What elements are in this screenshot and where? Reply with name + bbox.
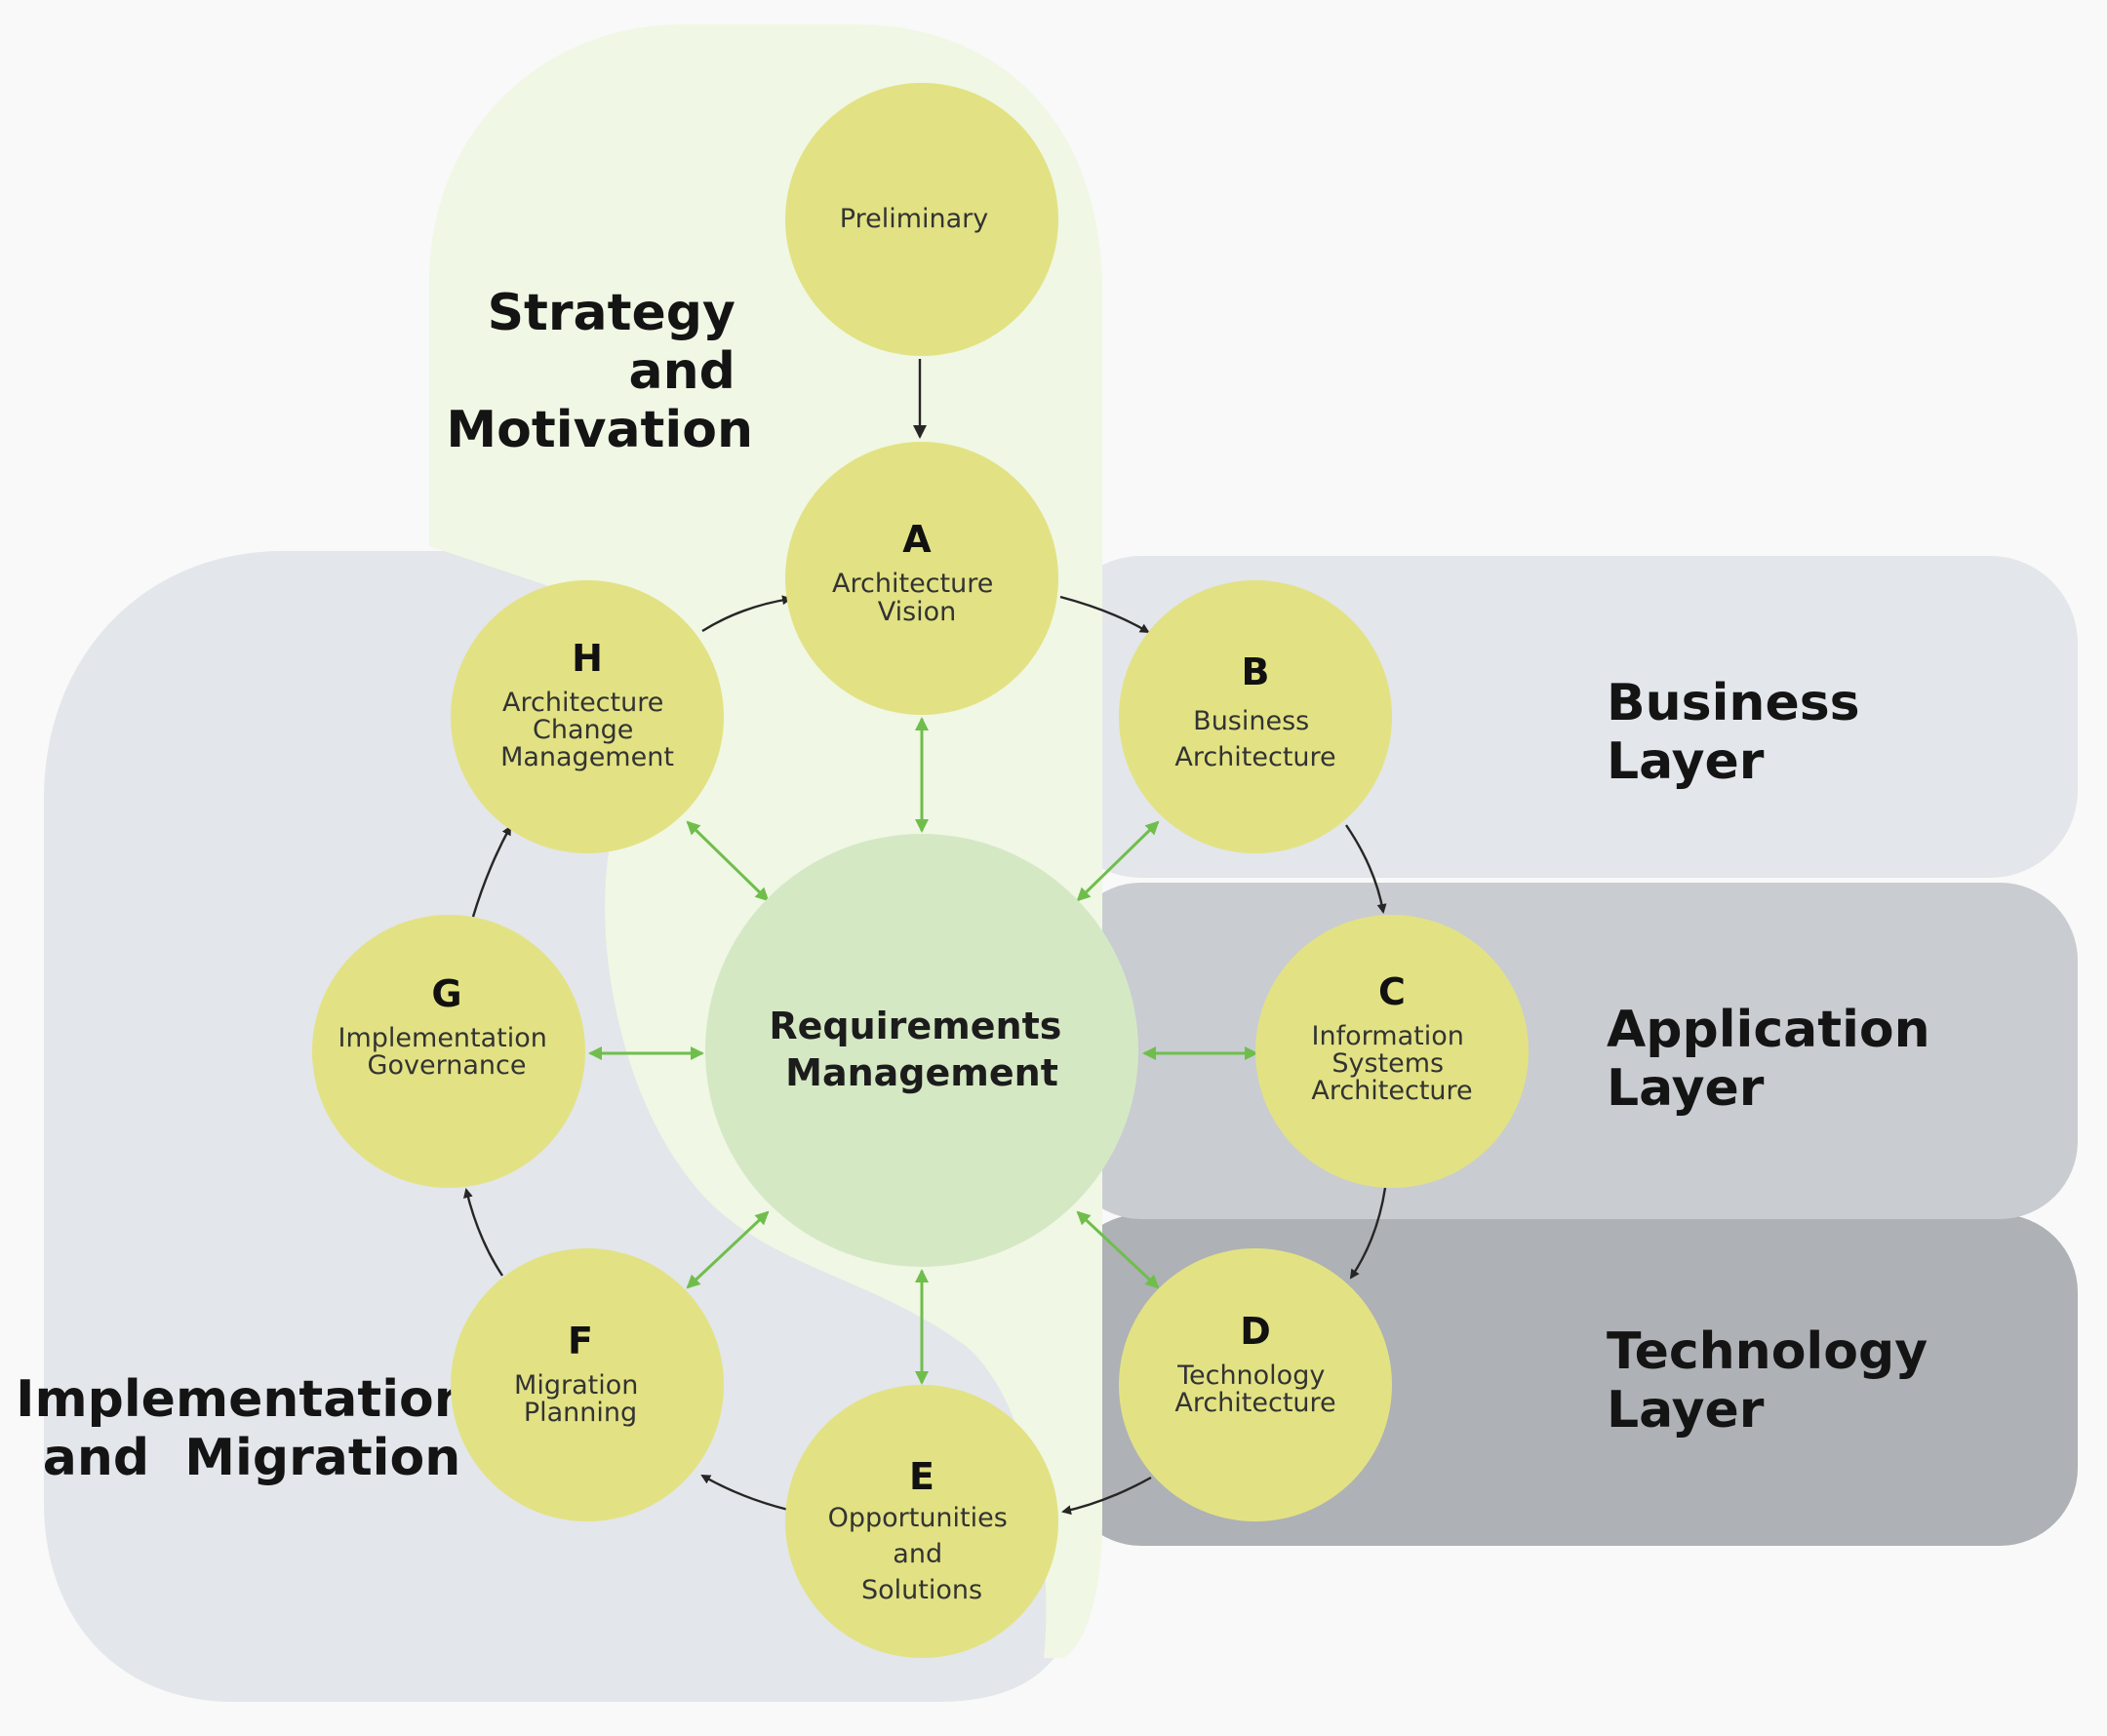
implementation-migration-label: Implementation and Migration [16,1370,488,1487]
requirements-management-node[interactable]: Requirements Management [705,834,1138,1267]
phase-c-letter: C [1378,970,1406,1013]
link-f [686,1210,770,1289]
phase-d-node[interactable]: D Technology Architecture [1119,1248,1392,1521]
f-to-g-arrow [463,1188,504,1277]
h-to-a-arrow [701,595,792,633]
phase-f-letter: F [568,1320,593,1362]
g-to-h-arrow [471,825,512,918]
phase-a-node[interactable]: A Architecture Vision [785,442,1058,715]
implementation-migration-band [44,551,1088,1702]
phase-a-letter: A [902,518,932,561]
requirements-links [588,717,1258,1385]
link-d [1076,1210,1160,1289]
phase-f-node[interactable]: F Migration Planning [451,1248,724,1521]
link-h [686,820,770,902]
phase-d-label: Technology Architecture [1174,1361,1335,1418]
phase-b-node[interactable]: B Business Architecture [1119,580,1392,853]
phase-e-label: Opportunities and Solutions [828,1503,1016,1605]
phase-h-label: Architecture Change Management [500,688,674,772]
d-to-e-arrow [1061,1476,1152,1516]
phase-g-letter: G [431,972,461,1015]
phase-c-node[interactable]: C Information Systems Architecture [1255,915,1529,1188]
link-b [1076,820,1160,902]
phase-b-label: Business Architecture [1174,706,1335,772]
phase-preliminary-node[interactable]: Preliminary [785,83,1058,356]
phase-d-letter: D [1240,1310,1271,1353]
phase-g-label: Implementation Governance [338,1023,556,1081]
business-layer-label: Business Layer [1607,674,1878,791]
strategy-motivation-label: Strategy and Motivation [446,284,753,459]
e-to-f-arrow [700,1474,789,1512]
phase-a-label: Architecture Vision [832,569,1002,627]
phase-e-letter: E [909,1455,934,1498]
a-to-b-arrow [1059,595,1150,634]
phase-b-letter: B [1242,651,1270,693]
c-to-d-arrow [1349,1187,1387,1280]
phase-f-label: Migration Planning [514,1370,647,1428]
cycle-flow-arrows [463,359,1387,1516]
phase-h-node[interactable]: H Architecture Change Management [451,580,724,853]
phase-c-label: Information Systems Architecture [1311,1021,1472,1106]
phase-preliminary-label: Preliminary [840,204,988,234]
requirements-management-label: Requirements Management [769,1005,1074,1094]
technology-layer-label: Technology Layer [1607,1322,1945,1440]
application-layer-label: Application Layer [1607,1001,1948,1118]
b-to-c-arrow [1345,824,1387,914]
phase-g-node[interactable]: G Implementation Governance [312,915,585,1188]
phase-h-letter: H [572,637,603,680]
phase-e-node[interactable]: E Opportunities and Solutions [785,1385,1058,1658]
